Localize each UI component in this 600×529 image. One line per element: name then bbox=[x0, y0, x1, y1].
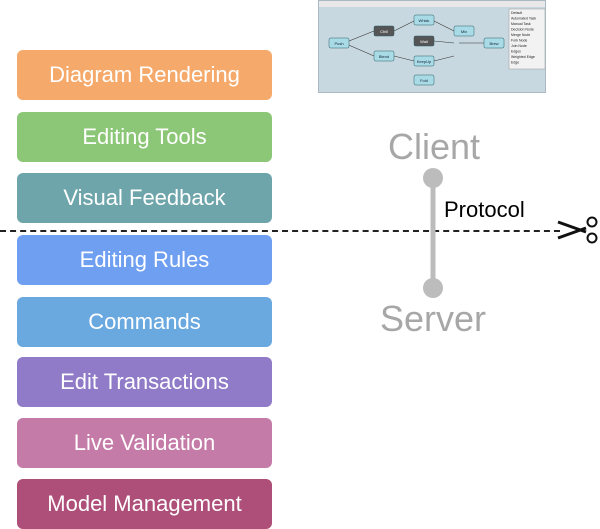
diagram-node[interactable] bbox=[413, 35, 435, 47]
diagram-node[interactable] bbox=[373, 25, 395, 37]
client-endpoint bbox=[423, 168, 443, 188]
diagram-node-label: Fold bbox=[420, 78, 428, 83]
diagram-node-label: Whisk bbox=[419, 18, 430, 23]
palette-item[interactable]: Fork Node bbox=[511, 39, 527, 43]
diagram-node-label: Brew bbox=[489, 41, 498, 46]
layer-box-commands: Commands bbox=[17, 297, 272, 347]
palette-item[interactable]: Manual Task bbox=[511, 22, 531, 26]
tool-palette[interactable] bbox=[508, 8, 545, 70]
diagram-node-label: KeepUp bbox=[417, 59, 432, 64]
palette-item[interactable]: Edges bbox=[511, 50, 521, 54]
palette-item[interactable]: Merge Node bbox=[511, 33, 530, 37]
client-label: Client bbox=[388, 126, 481, 167]
client-server-connector bbox=[423, 168, 443, 298]
layer-box-editing-tools: Editing Tools bbox=[17, 112, 272, 162]
scissors-icon bbox=[557, 216, 598, 244]
palette-item[interactable]: Default bbox=[511, 11, 522, 15]
palette-item[interactable]: Automated Task bbox=[511, 17, 536, 21]
palette-item[interactable]: Weighted Edge bbox=[511, 55, 535, 59]
layer-box-editing-rules: Editing Rules bbox=[17, 235, 272, 285]
protocol-label: Protocol bbox=[444, 197, 525, 222]
layer-box-diagram-rendering: Diagram Rendering bbox=[17, 50, 272, 100]
server-endpoint bbox=[423, 278, 443, 298]
diagram-node[interactable] bbox=[328, 37, 350, 49]
layer-box-live-validation: Live Validation bbox=[17, 418, 272, 468]
diagram-node[interactable] bbox=[483, 37, 505, 49]
server-label: Server bbox=[380, 298, 487, 339]
diagram-node-label: Push bbox=[334, 41, 343, 46]
layer-box-model-management: Model Management bbox=[17, 479, 272, 529]
palette-item[interactable]: Edge bbox=[511, 61, 519, 65]
protocol-boundary-line bbox=[0, 230, 560, 232]
diagram-node[interactable] bbox=[413, 74, 435, 86]
palette-item[interactable]: Join Node bbox=[511, 44, 527, 48]
diagram-node-label: Mix bbox=[461, 29, 467, 34]
layer-box-visual-feedback: Visual Feedback bbox=[17, 173, 272, 223]
diagram-node[interactable] bbox=[373, 50, 395, 62]
diagram-node-label: Chill bbox=[380, 29, 388, 34]
diagram-node[interactable] bbox=[413, 14, 435, 26]
palette-item[interactable]: Decision Node bbox=[511, 28, 534, 32]
diagram-node[interactable] bbox=[453, 25, 475, 37]
diagram-node-label: Blend bbox=[379, 54, 389, 59]
diagram-node-label: Wait bbox=[420, 39, 429, 44]
diagram-node[interactable] bbox=[413, 55, 435, 67]
layer-box-edit-transactions: Edit Transactions bbox=[17, 357, 272, 407]
